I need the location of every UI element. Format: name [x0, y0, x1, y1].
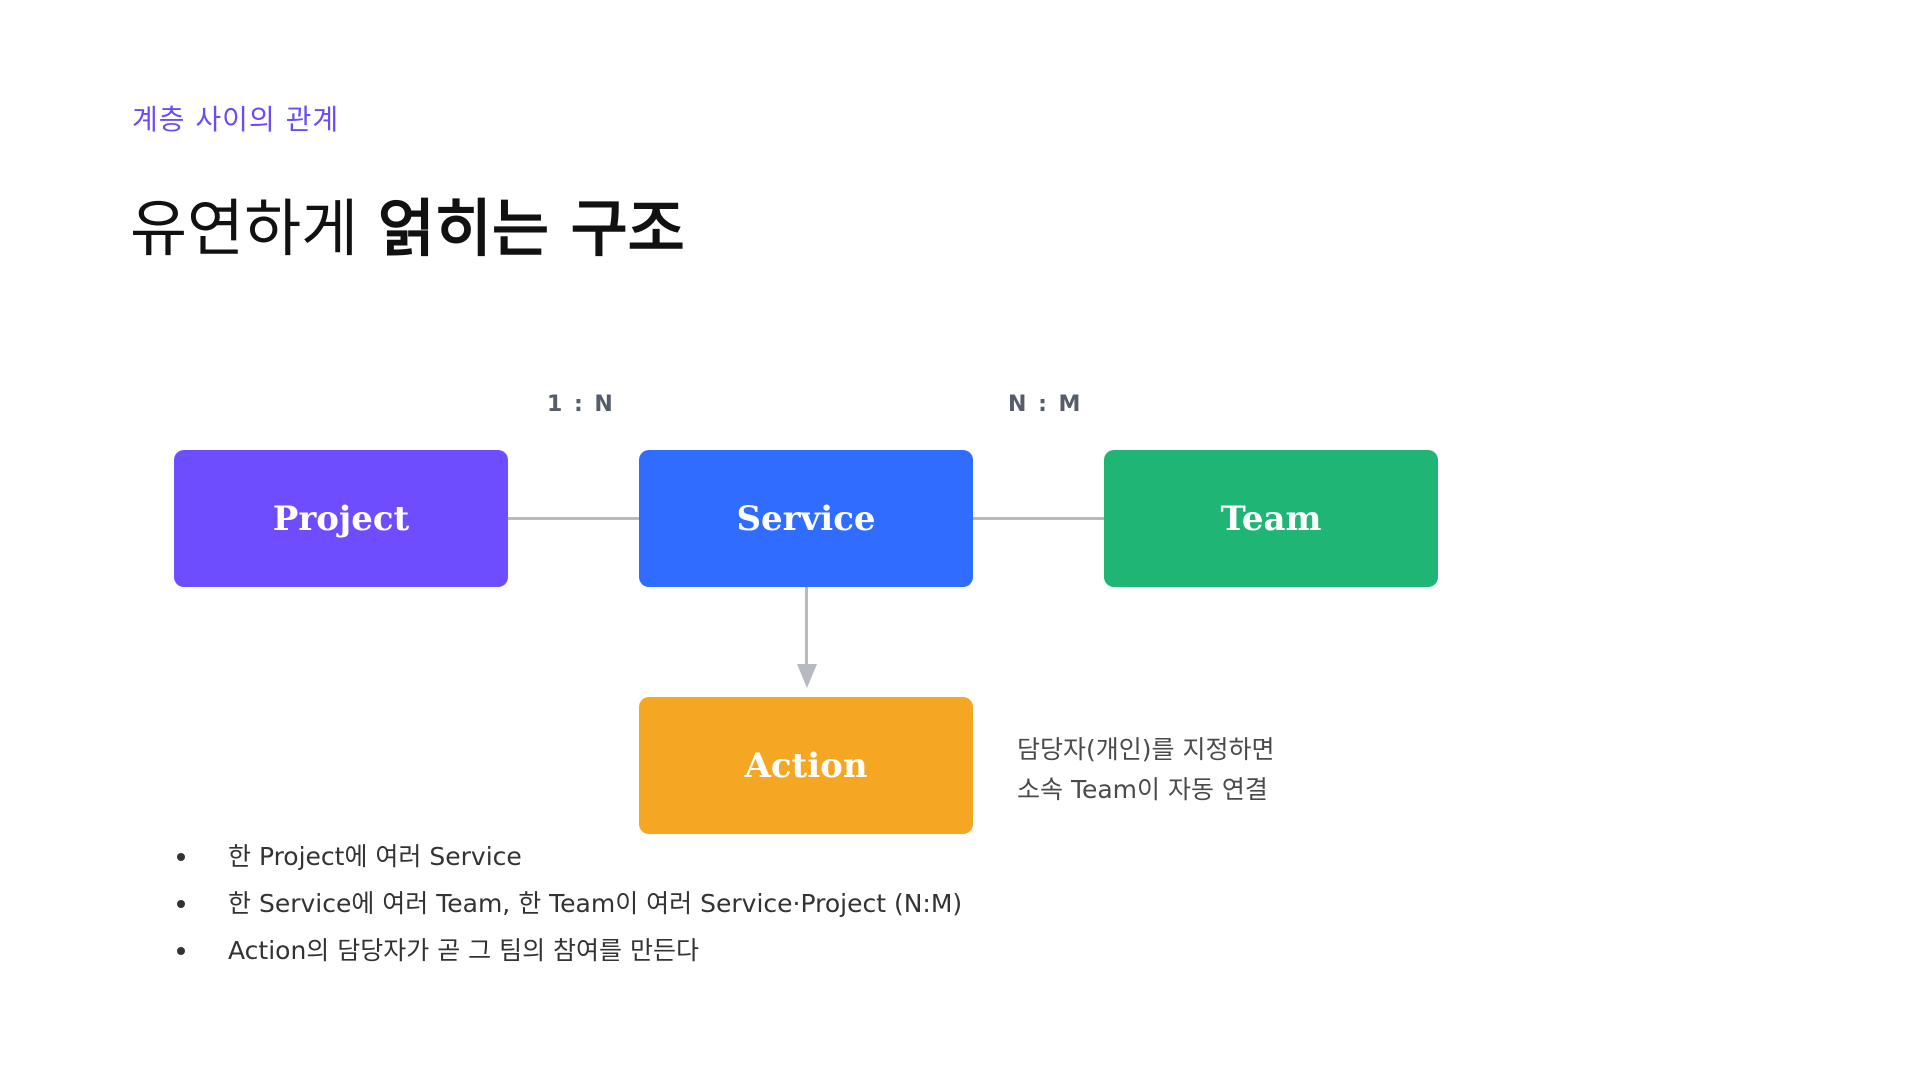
- action-note: 담당자(개인)를 지정하면 소속 Team이 자동 연결: [1017, 730, 1274, 810]
- bullet-dot-icon: [177, 900, 185, 908]
- bullet-dot-icon: [177, 853, 185, 861]
- node-service: Service: [639, 450, 973, 587]
- action-note-line-1: 담당자(개인)를 지정하면: [1017, 735, 1275, 764]
- list-item-text: 한 Service에 여러 Team, 한 Team이 여러 Service·P…: [228, 889, 963, 918]
- relation-label-project-service: 1 : N: [547, 392, 615, 417]
- list-item-text: 한 Project에 여러 Service: [228, 842, 522, 871]
- list-item-text: Action의 담당자가 곧 그 팀의 참여를 만든다: [228, 936, 699, 965]
- list-item: Action의 담당자가 곧 그 팀의 참여를 만든다: [172, 927, 962, 974]
- node-project-label: Project: [272, 498, 410, 539]
- node-project: Project: [174, 450, 508, 587]
- connector-service-action: [805, 586, 808, 668]
- page-title-bold: 얽히는 구조: [377, 192, 685, 265]
- node-action: Action: [639, 697, 973, 834]
- page-title-light: 유연하게: [130, 192, 359, 265]
- list-item: 한 Project에 여러 Service: [172, 833, 962, 880]
- connector-project-service: [505, 517, 639, 520]
- node-team: Team: [1104, 450, 1438, 587]
- relation-label-service-team: N : M: [1008, 392, 1083, 417]
- bullet-dot-icon: [177, 947, 185, 955]
- node-team-label: Team: [1220, 498, 1322, 539]
- node-action-label: Action: [744, 745, 868, 786]
- arrow-down-icon: [797, 664, 817, 688]
- list-item: 한 Service에 여러 Team, 한 Team이 여러 Service·P…: [172, 880, 962, 927]
- node-service-label: Service: [736, 498, 876, 539]
- page-title: 유연하게 얽히는 구조: [130, 178, 685, 268]
- connector-service-team: [970, 517, 1104, 520]
- bullet-list: 한 Project에 여러 Service 한 Service에 여러 Team…: [172, 833, 962, 974]
- action-note-line-2: 소속 Team이 자동 연결: [1017, 775, 1268, 804]
- section-eyebrow: 계층 사이의 관계: [132, 103, 340, 136]
